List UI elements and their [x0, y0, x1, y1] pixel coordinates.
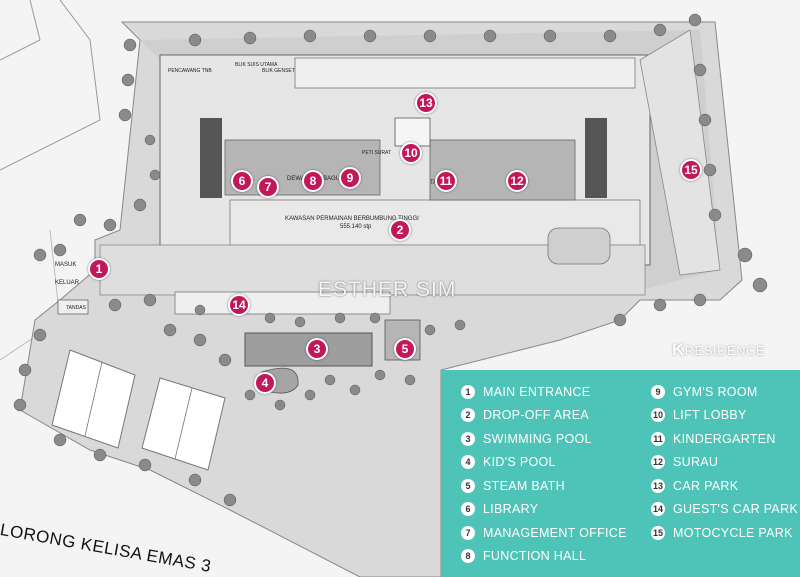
- legend-item: 2 DROP-OFF AREA: [461, 404, 627, 428]
- legend-number: 13: [651, 478, 665, 493]
- marker-lift-lobby[interactable]: 10: [400, 142, 422, 164]
- legend-label: DROP-OFF AREA: [483, 408, 589, 423]
- legend-label: MAIN ENTRANCE: [483, 384, 591, 399]
- legend-item: 9 GYM'S ROOM: [651, 380, 798, 404]
- legend-column-left: 1 MAIN ENTRANCE 2 DROP-OFF AREA 3 SWIMMING …: [461, 380, 627, 568]
- brand-mark: K: [672, 340, 685, 359]
- legend-number: 14: [651, 502, 665, 517]
- legend-label: FUNCTION HALL: [483, 549, 587, 564]
- brand-name: RESIDENCE: [684, 343, 766, 358]
- court-1-net: [84, 361, 103, 437]
- stair-left: [200, 118, 222, 198]
- legend-number: 7: [461, 525, 475, 540]
- legend-item: 11 KINDERGARTEN: [651, 427, 798, 451]
- legend-number: 9: [651, 384, 665, 399]
- masuk-label: MASUK: [55, 262, 77, 268]
- legend-label: CAR PARK: [673, 478, 739, 493]
- legend-item: 8 FUNCTION HALL: [461, 545, 627, 569]
- parking-row-top: [294, 57, 636, 89]
- legend-label: LIBRARY: [483, 502, 539, 517]
- marker-kindergarten[interactable]: 11: [435, 170, 457, 192]
- kawasan-label: KAWASAN PERMAINAN BERBUMBUNG TINGGI: [285, 216, 419, 222]
- legend-item: 14 GUEST'S CAR PARK: [651, 498, 798, 522]
- legend-panel: 1 MAIN ENTRANCE 2 DROP-OFF AREA 3 SWIMMING …: [441, 370, 800, 577]
- legend-item: 6 LIBRARY: [461, 498, 627, 522]
- legend-label: SWIMMING POOL: [483, 431, 592, 446]
- trees: [13, 13, 768, 507]
- marker-drop-off-area[interactable]: 2: [389, 219, 411, 241]
- legend-item: 5 STEAM BATH: [461, 474, 627, 498]
- watermark-text: ESTHER SIM: [318, 278, 457, 301]
- legend-label: SURAU: [673, 455, 719, 470]
- legend-item: 3 SWIMMING POOL: [461, 427, 627, 451]
- neighbour-lot-lines: [0, 0, 101, 171]
- legend-item: 4 KID'S POOL: [461, 451, 627, 475]
- pencawang-label: PENCAWANG TNB: [168, 68, 212, 74]
- marker-management-office[interactable]: 7: [257, 176, 279, 198]
- legend-number: 6: [461, 502, 475, 517]
- legend-label: LIFT LOBBY: [673, 408, 747, 423]
- legend-label: MOTOCYCLE PARK: [673, 525, 793, 540]
- blik-suis-label: BLIK SUIS UTAMA: [235, 62, 278, 68]
- legend-number: 8: [461, 549, 475, 564]
- legend-label: MANAGEMENT OFFICE: [483, 525, 627, 540]
- room-block-right: [429, 139, 576, 201]
- legend-number: 10: [651, 408, 665, 423]
- marker-guests-car-park[interactable]: 14: [228, 294, 250, 316]
- motorcycle-park-strip: [639, 29, 721, 276]
- marker-swimming-pool[interactable]: 3: [306, 338, 328, 360]
- legend-item: 7 MANAGEMENT OFFICE: [461, 521, 627, 545]
- marker-main-entrance[interactable]: 1: [88, 258, 110, 280]
- legend-item: 15 MOTOCYCLE PARK: [651, 521, 798, 545]
- peti-surat-label: PETI SURAT: [362, 150, 392, 156]
- marker-library[interactable]: 6: [231, 170, 253, 192]
- tandas-label: TANDAS: [66, 305, 86, 311]
- legend-number: 3: [461, 431, 475, 446]
- lift-core: [394, 117, 431, 147]
- marker-kids-pool[interactable]: 4: [254, 372, 276, 394]
- marker-function-hall[interactable]: 8: [302, 170, 324, 192]
- court-2-net: [174, 387, 193, 460]
- keluar-label: KELUAR: [55, 280, 80, 286]
- marker-steam-bath[interactable]: 5: [394, 338, 416, 360]
- legend-number: 12: [651, 455, 665, 470]
- stair-right: [585, 118, 607, 198]
- legend-item: 12 SURAU: [651, 451, 798, 475]
- marker-car-park[interactable]: 13: [415, 92, 437, 114]
- legend-item: 10 LIFT LOBBY: [651, 404, 798, 428]
- legend-label: KINDERGARTEN: [673, 431, 776, 446]
- legend-number: 1: [461, 384, 475, 399]
- neighbour-lot-lines-2: [0, 0, 41, 61]
- legend-number: 2: [461, 408, 475, 423]
- legend-number: 4: [461, 455, 475, 470]
- legend-label: GYM'S ROOM: [673, 384, 758, 399]
- legend-label: KID'S POOL: [483, 455, 556, 470]
- legend-number: 5: [461, 478, 475, 493]
- blik-genset-label: BLIK GENSET: [262, 68, 295, 74]
- guardhouse: [57, 299, 89, 315]
- legend-item: 1 MAIN ENTRANCE: [461, 380, 627, 404]
- marker-surau[interactable]: 12: [506, 170, 528, 192]
- legend-label: GUEST'S CAR PARK: [673, 502, 799, 517]
- area-value-label: 555.140 stp: [340, 224, 372, 230]
- marker-gym-room[interactable]: 9: [339, 167, 361, 189]
- marker-motocycle-park[interactable]: 15: [680, 159, 702, 181]
- turning-island: [547, 227, 611, 265]
- brand-logo: KRESIDENCE: [672, 340, 765, 360]
- legend-number: 15: [651, 525, 665, 540]
- legend-number: 11: [651, 431, 665, 446]
- legend-label: STEAM BATH: [483, 478, 565, 493]
- legend-item: 13 CAR PARK: [651, 474, 798, 498]
